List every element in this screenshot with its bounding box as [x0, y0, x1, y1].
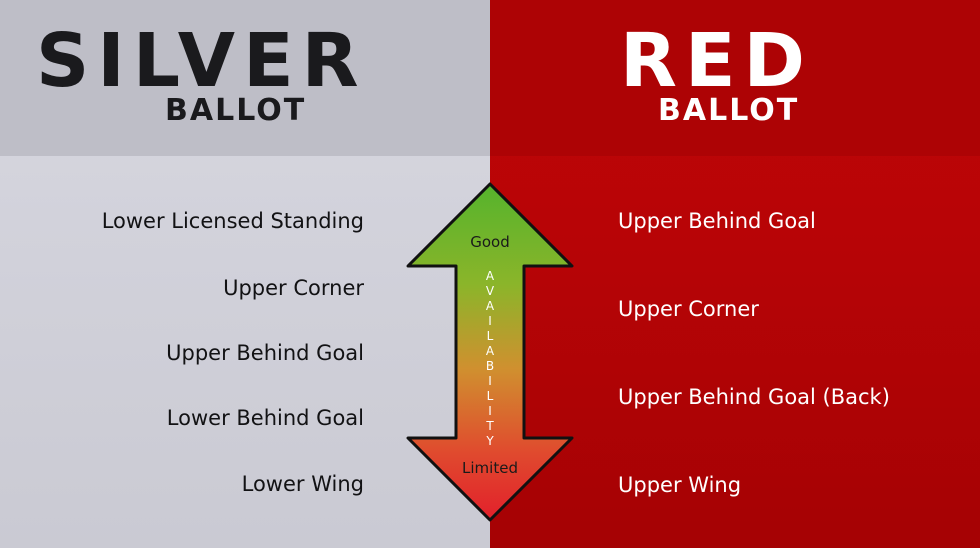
double-arrow-icon	[406, 182, 574, 522]
availability-arrow: Good Limited A V A I L A B I L I T Y	[406, 182, 574, 522]
silver-list-item: Upper Behind Goal	[166, 341, 364, 365]
arrow-bottom-label: Limited	[462, 459, 518, 477]
red-list-item: Upper Behind Goal (Back)	[618, 385, 890, 409]
red-list-item: Upper Corner	[618, 297, 759, 321]
silver-list-item: Lower Licensed Standing	[101, 209, 364, 233]
availability-letter: I	[488, 314, 492, 328]
availability-word: A V A I L A B I L I T Y	[485, 269, 495, 448]
availability-letter: I	[488, 404, 492, 418]
red-ballot-subtitle: BALLOT	[658, 93, 800, 128]
red-list-item: Upper Behind Goal	[618, 209, 816, 233]
silver-list-item: Lower Wing	[241, 472, 364, 496]
availability-letter: A	[486, 344, 495, 358]
availability-letter: I	[488, 374, 492, 388]
red-ballot-title: RED	[620, 18, 813, 104]
availability-letter: L	[487, 329, 494, 343]
availability-letter: Y	[485, 434, 494, 448]
red-list-item: Upper Wing	[618, 473, 742, 497]
availability-letter: V	[486, 284, 495, 298]
silver-list-item: Lower Behind Goal	[166, 406, 364, 430]
availability-letter: T	[485, 419, 494, 433]
silver-ballot-title: SILVER	[36, 18, 367, 104]
availability-letter: A	[486, 299, 495, 313]
availability-letter: A	[486, 269, 495, 283]
red-header	[490, 0, 980, 156]
silver-list-item: Upper Corner	[223, 276, 364, 300]
availability-letter: L	[487, 389, 494, 403]
availability-letter: B	[486, 359, 494, 373]
arrow-top-label: Good	[470, 233, 510, 251]
silver-header	[0, 0, 490, 156]
silver-ballot-subtitle: BALLOT	[165, 93, 307, 128]
